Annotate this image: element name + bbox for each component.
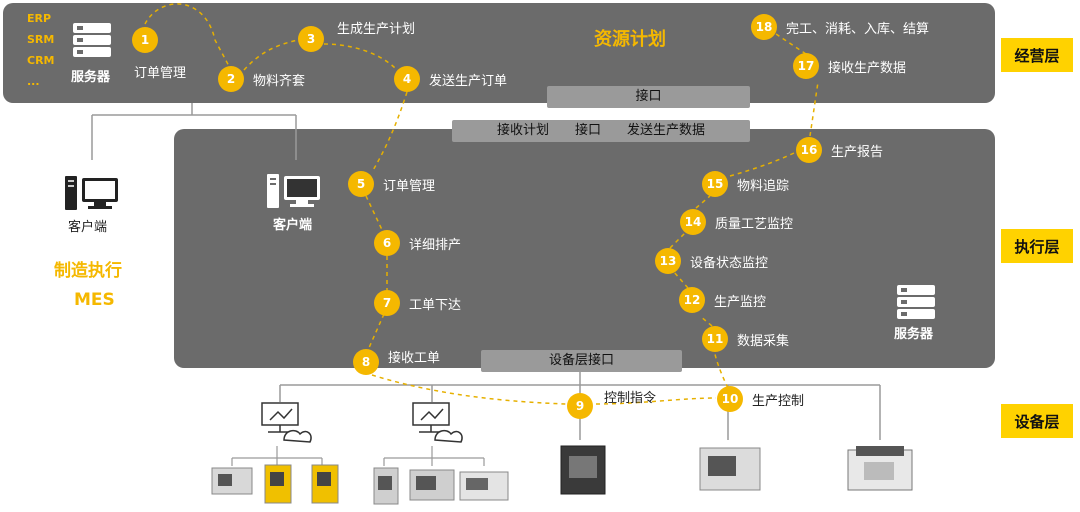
layer-tag-execution: 执行层 (1001, 229, 1073, 263)
step-label: 完工、消耗、入库、结算 (786, 21, 930, 37)
step-number: 10 (717, 386, 743, 412)
step-8-label: 接收工单 (388, 351, 441, 366)
top-server-icon (72, 22, 112, 62)
step-label: 详细排产 (409, 237, 462, 253)
step-8: 8 (353, 349, 379, 375)
step-number: 2 (218, 66, 244, 92)
system-srm: SRM (27, 33, 55, 46)
step-9: 9 (567, 393, 593, 419)
step-number: 16 (796, 137, 822, 163)
step-label: 生产控制 (752, 393, 805, 409)
step-number: 7 (374, 290, 400, 316)
step-3: 3 (298, 26, 324, 52)
layer-tag-business: 经营层 (1001, 38, 1073, 72)
step-label: 工单下达 (409, 297, 462, 313)
step-10: 10 生产控制 (717, 386, 804, 412)
step-6: 6 详细排产 (374, 230, 461, 256)
step-number: 8 (353, 349, 379, 375)
step-13: 13 设备状态监控 (655, 248, 768, 274)
step-number: 5 (348, 171, 374, 197)
step-number: 18 (751, 14, 777, 40)
step-12: 12 生产监控 (679, 287, 766, 313)
step-1-label: 订单管理 (134, 66, 187, 81)
system-more: ... (27, 75, 40, 88)
step-number: 4 (394, 66, 420, 92)
mid-client-icon (266, 172, 324, 214)
step-18: 18 完工、消耗、入库、结算 (751, 14, 929, 40)
left-client-label: 客户端 (68, 220, 108, 235)
step-15: 15 物料追踪 (702, 171, 789, 197)
step-label: 物料追踪 (737, 178, 790, 194)
step-label: 数据采集 (737, 333, 790, 349)
step-label: 接收生产数据 (828, 60, 907, 76)
top-title: 资源计划 (594, 29, 666, 50)
step-label: 生产报告 (831, 144, 884, 160)
step-number: 6 (374, 230, 400, 256)
step-number: 14 (680, 209, 706, 235)
step-9-label: 控制指令 (604, 391, 657, 406)
step-number: 1 (132, 27, 158, 53)
cnc-machine-icon (211, 445, 913, 505)
left-client-icon (64, 174, 122, 216)
step-label: 生产监控 (714, 294, 767, 310)
mid-client-label: 客户端 (273, 218, 313, 233)
step-1: 1 (132, 27, 158, 53)
device-interface-bar: 设备层接口 (481, 350, 682, 372)
terminal-cloud-icon-left (261, 402, 312, 443)
business-layer-band (3, 3, 995, 103)
step-2: 2 物料齐套 (218, 66, 305, 92)
system-crm: CRM (27, 54, 55, 67)
system-erp: ERP (27, 12, 52, 25)
layer-tag-device: 设备层 (1001, 404, 1073, 438)
step-number: 9 (567, 393, 593, 419)
step-4: 4 发送生产订单 (394, 66, 507, 92)
step-label: 订单管理 (383, 178, 436, 194)
step-number: 15 (702, 171, 728, 197)
step-label: 物料齐套 (253, 73, 306, 89)
top-server-label: 服务器 (71, 70, 111, 85)
mid-server-icon (896, 284, 936, 324)
step-number: 17 (793, 53, 819, 79)
step-label: 发送生产订单 (429, 73, 508, 89)
mes-title-cn: 制造执行 (54, 261, 122, 281)
step-5: 5 订单管理 (348, 171, 435, 197)
step-16: 16 生产报告 (796, 137, 883, 163)
step-17: 17 接收生产数据 (793, 53, 906, 79)
step-label: 设备状态监控 (690, 255, 769, 271)
mes-title-en: MES (74, 290, 115, 310)
step-number: 3 (298, 26, 324, 52)
mid-interface-bar: 接收计划 接口 发送生产数据 (452, 120, 750, 142)
step-7: 7 工单下达 (374, 290, 461, 316)
step-14: 14 质量工艺监控 (680, 209, 793, 235)
top-interface-bar: 接口 (547, 86, 750, 108)
top-system-list: ERP SRM CRM ... (27, 8, 55, 92)
mid-server-label: 服务器 (894, 327, 934, 342)
step-number: 11 (702, 326, 728, 352)
execution-layer-band (174, 129, 995, 368)
step-3-label: 生成生产计划 (337, 22, 416, 37)
terminal-cloud-icon-right (412, 402, 463, 443)
step-number: 13 (655, 248, 681, 274)
step-label: 质量工艺监控 (715, 216, 794, 232)
step-number: 12 (679, 287, 705, 313)
step-11: 11 数据采集 (702, 326, 789, 352)
